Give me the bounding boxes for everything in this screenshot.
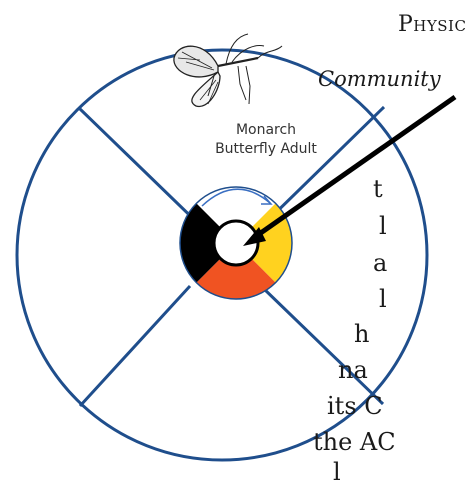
text-fragment-7: its C — [327, 392, 383, 420]
section-subheading: Community — [318, 67, 441, 91]
pointer-arrow-shaft — [255, 97, 455, 237]
spoke-lower-left — [80, 286, 190, 406]
text-fragment-2: l — [379, 212, 387, 240]
caption-line-1: Monarch — [192, 121, 340, 140]
text-fragment-1: t — [373, 175, 383, 203]
butterfly-caption: Monarch Butterfly Adult — [192, 121, 340, 159]
text-fragment-5: h — [354, 320, 369, 348]
text-fragment-6: na — [338, 356, 368, 384]
text-fragment-9: l — [333, 458, 341, 486]
text-fragment-4: l — [379, 285, 387, 313]
text-fragment-3: a — [373, 249, 387, 277]
butterfly-icon — [174, 34, 282, 107]
inner-wheel — [180, 187, 292, 299]
caption-line-2: Butterfly Adult — [192, 140, 340, 159]
section-heading: Physic — [398, 12, 466, 37]
text-fragment-8: the AC — [313, 428, 396, 456]
